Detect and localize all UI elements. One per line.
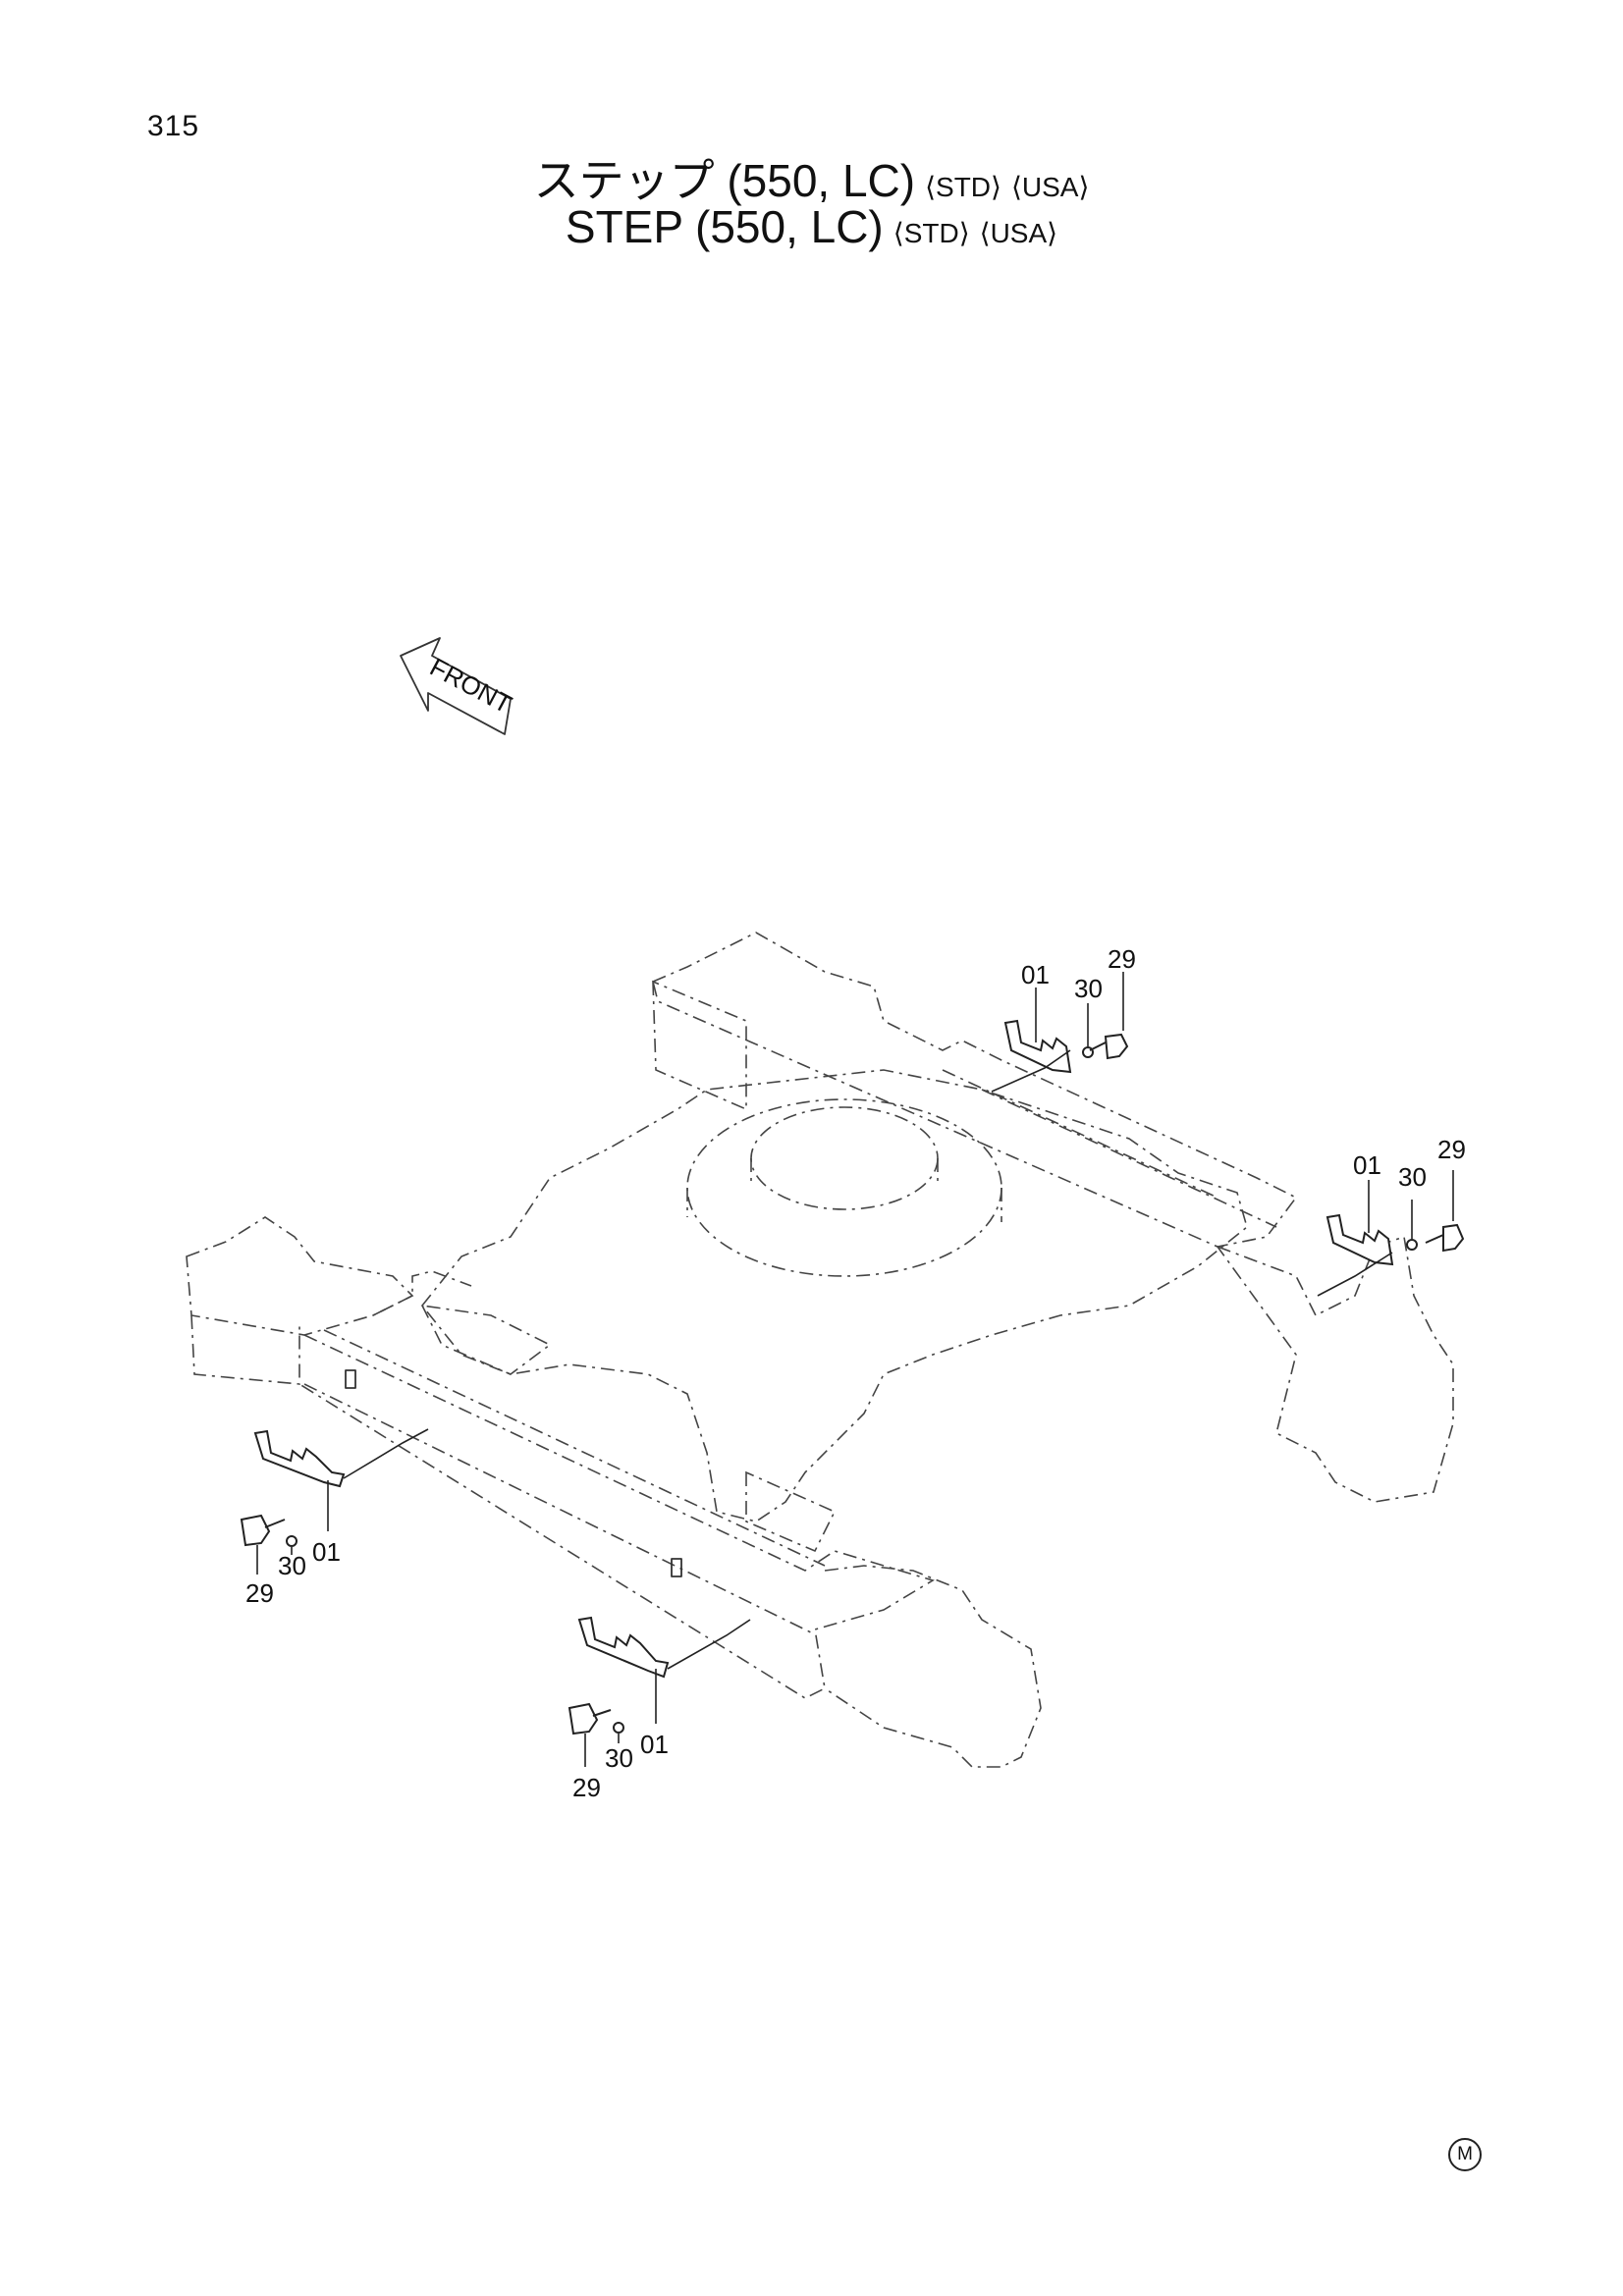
- front-label: FRONT: [425, 652, 516, 720]
- bolt: [1089, 1033, 1129, 1060]
- callout-01: 01: [640, 1730, 669, 1759]
- step-bracket: [1325, 1213, 1394, 1266]
- callout-30: 30: [278, 1551, 306, 1580]
- title-english: STEP (550, LC) STD USA: [0, 200, 1623, 253]
- center-frame: [420, 1069, 1248, 1553]
- swing-circle-inner: [750, 1106, 939, 1210]
- washer: [613, 1722, 624, 1734]
- step-assembly-rear-right: 01 30 29: [1317, 1135, 1466, 1297]
- mount-slot: [345, 1369, 356, 1389]
- step-bracket: [253, 1429, 346, 1488]
- tag-usa-en: USA: [980, 218, 1057, 248]
- callout-29: 29: [245, 1578, 274, 1608]
- swing-circle-outer: [686, 1098, 1002, 1277]
- front-arrow-icon: FRONT: [400, 637, 516, 735]
- callout-01: 01: [312, 1537, 341, 1567]
- callout-01: 01: [1353, 1150, 1381, 1180]
- tag-usa: USA: [1011, 172, 1089, 202]
- callout-30: 30: [1398, 1162, 1427, 1192]
- title-japanese: ステップ (550, LC) STD USA: [0, 145, 1623, 210]
- step-assembly-front-center: 29 30 01: [568, 1616, 751, 1802]
- tag-std: STD: [925, 172, 1001, 202]
- washer: [1406, 1239, 1418, 1251]
- step-bracket: [577, 1616, 670, 1679]
- callout-30: 30: [1074, 974, 1103, 1003]
- page-number: 315: [147, 110, 200, 142]
- step-bracket: [1003, 1019, 1072, 1074]
- step-assembly-rear-top: 01 30 29: [991, 944, 1136, 1093]
- bolt: [240, 1514, 286, 1547]
- callout-29: 29: [572, 1773, 601, 1802]
- bolt: [1425, 1223, 1465, 1253]
- callout-30: 30: [605, 1743, 633, 1773]
- title-jp-text: ステップ (550, LC): [533, 155, 916, 206]
- step-assembly-front-left: 29 30 01: [240, 1428, 429, 1608]
- callout-29: 29: [1108, 944, 1136, 974]
- bolt: [568, 1702, 612, 1735]
- mount-slot: [671, 1558, 682, 1577]
- front-track-frame: [186, 1216, 1042, 1768]
- callout-01: 01: [1021, 960, 1050, 989]
- marker-m-icon: M: [1448, 2138, 1482, 2171]
- title-en-text: STEP (550, LC): [565, 201, 884, 252]
- washer: [286, 1535, 298, 1547]
- callout-29: 29: [1437, 1135, 1466, 1164]
- rear-track-frame: [652, 932, 1454, 1503]
- tag-std-en: STD: [893, 218, 970, 248]
